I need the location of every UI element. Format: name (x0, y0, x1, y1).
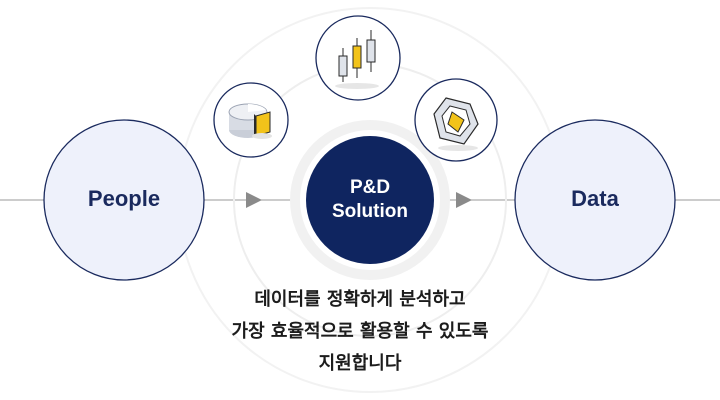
caption: 데이터를 정확하게 분석하고 가장 효율적으로 활용할 수 있도록 지원합니다 (160, 284, 560, 380)
people-node (43, 119, 205, 281)
center-label-line-1: P&D (349, 177, 391, 198)
center-node (306, 136, 434, 264)
caption-line-1: 데이터를 정확하게 분석하고 (254, 289, 466, 310)
radar-chart-icon (414, 78, 498, 162)
center-label-line-2: Solution (332, 201, 408, 222)
caption-line-2: 가장 효율적으로 활용할 수 있도록 (231, 321, 489, 342)
data-label: Data (571, 186, 619, 211)
arrow-right-icon (246, 192, 262, 208)
arrow-right-icon (456, 192, 472, 208)
candlestick-chart-icon (315, 15, 401, 101)
caption-line-3: 지원합니다 (318, 353, 402, 374)
center-label: P&D Solution (294, 176, 446, 224)
people-label: People (87, 186, 161, 211)
data-node (514, 119, 676, 281)
pie-chart-icon (213, 82, 289, 158)
